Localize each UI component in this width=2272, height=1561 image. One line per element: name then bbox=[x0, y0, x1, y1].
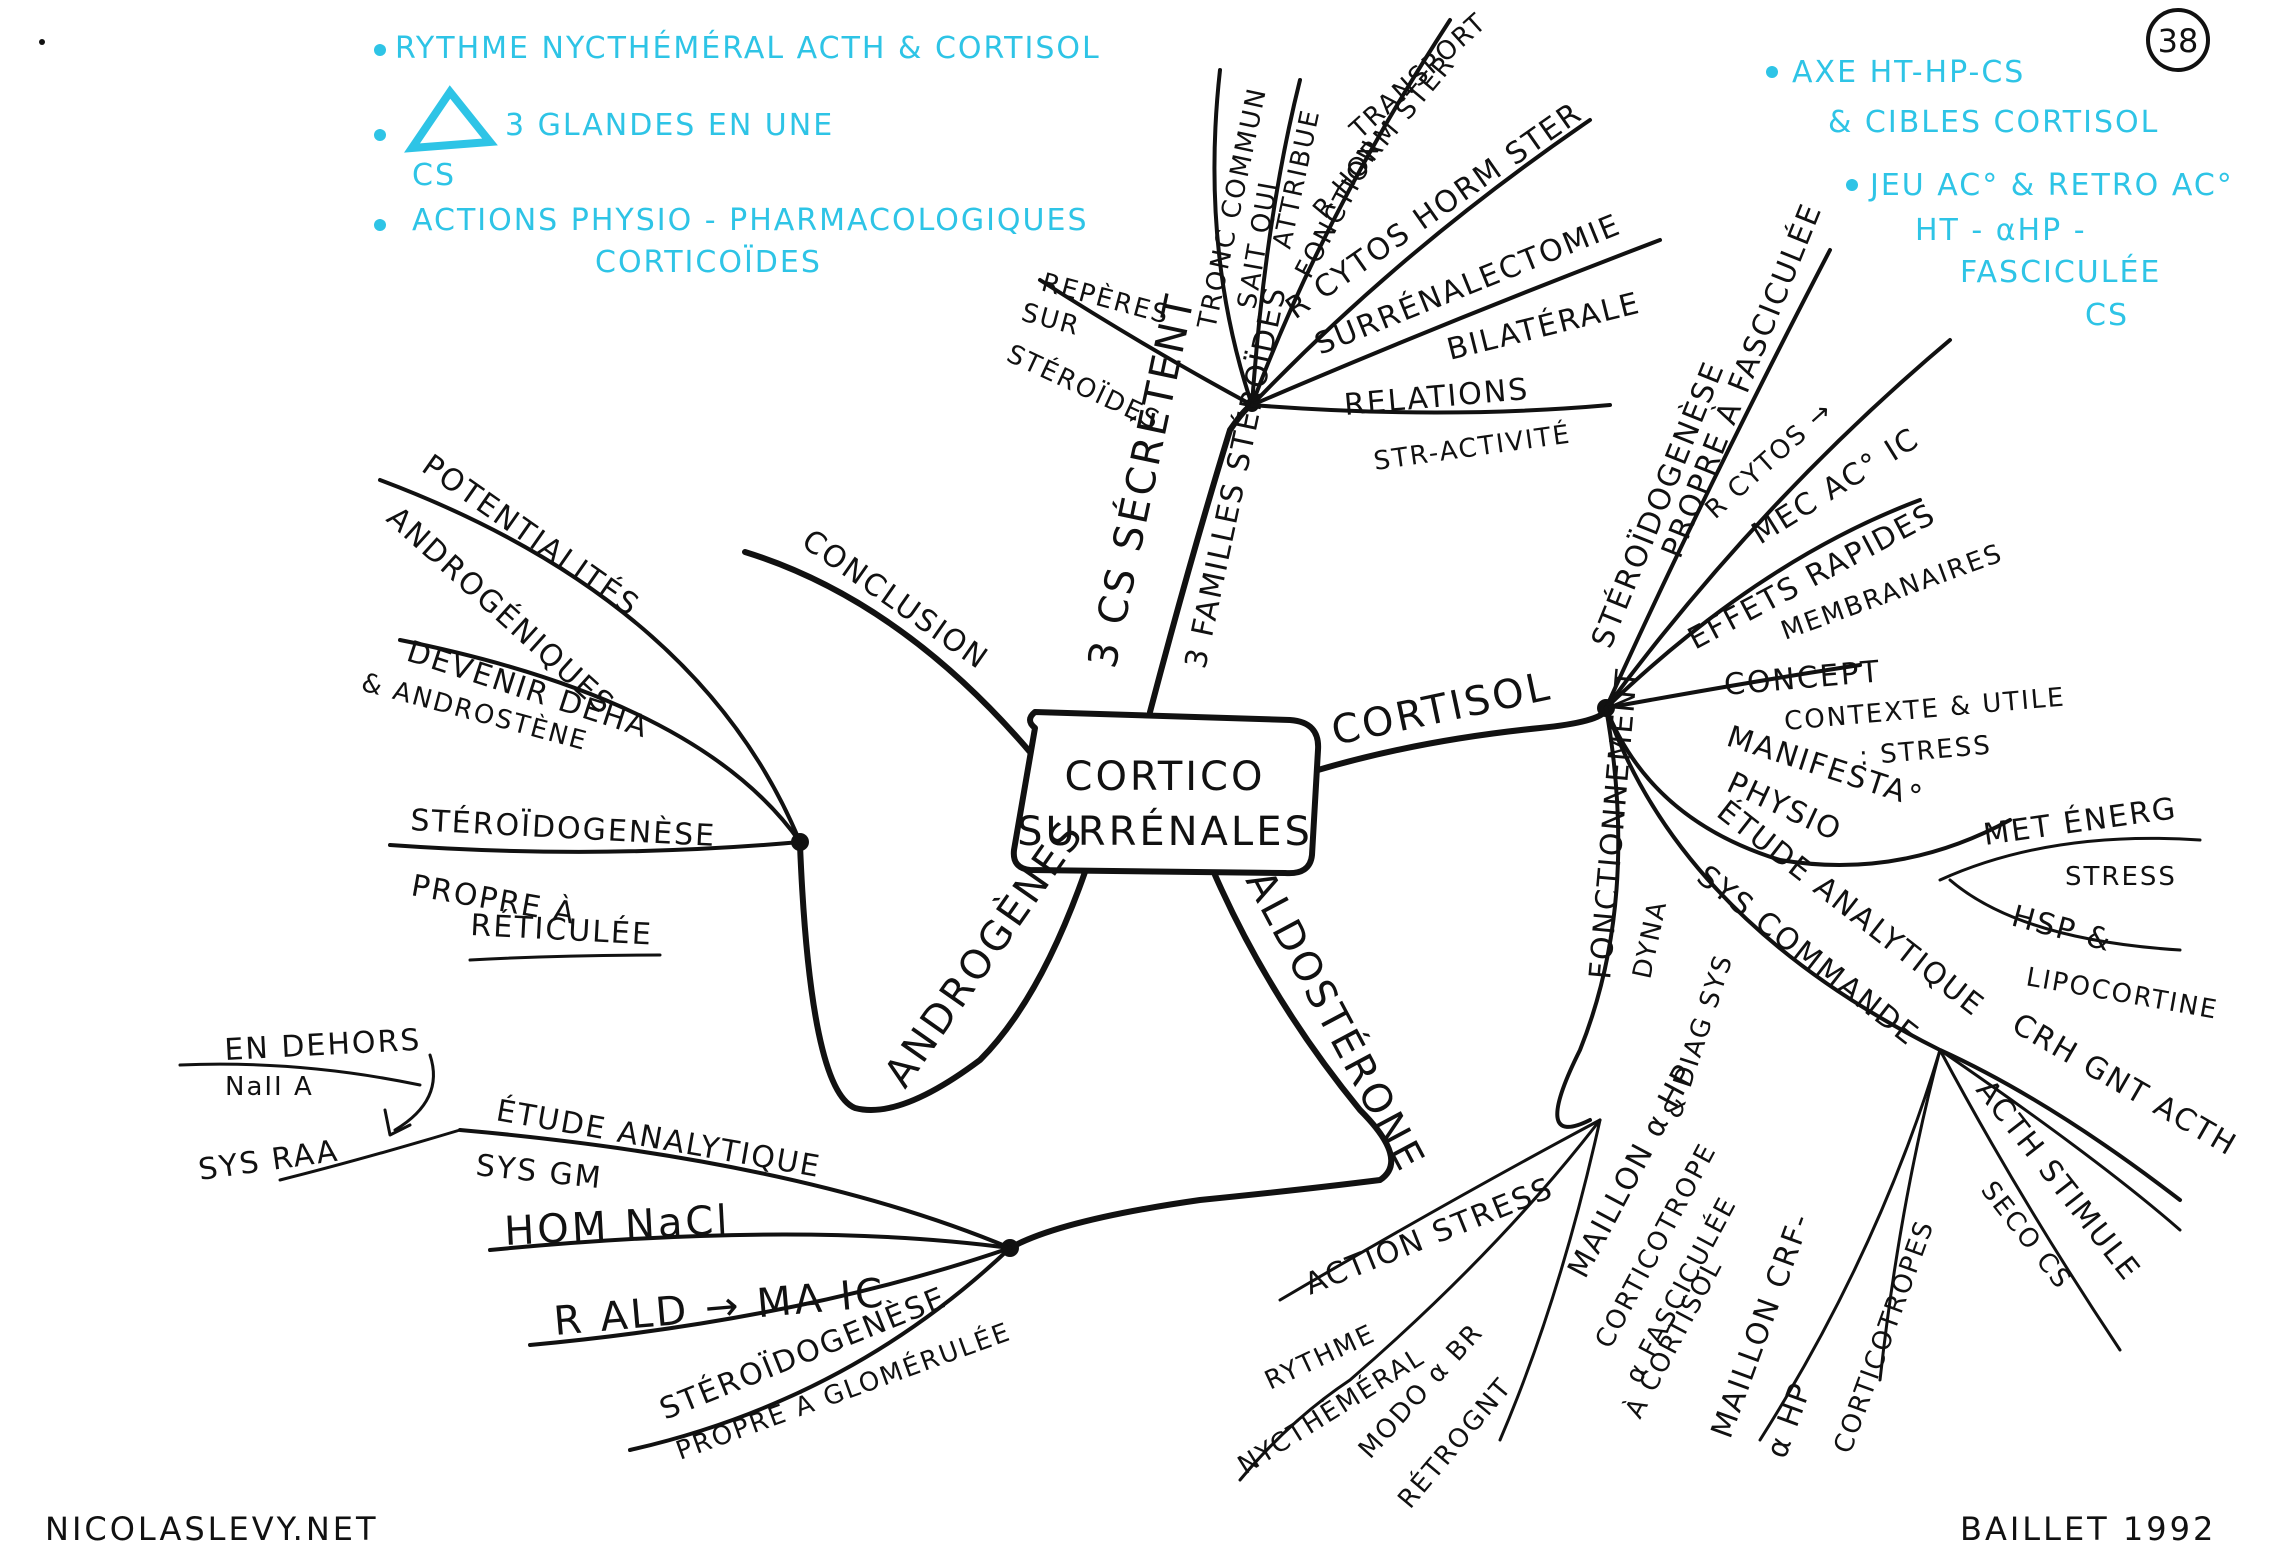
note-actions: ACTIONS PHYSIO - PHARMACOLOGIQUES bbox=[412, 203, 1089, 238]
line-hom-nacl bbox=[488, 1232, 1012, 1252]
note-3-glandes: 3 GLANDES EN UNE bbox=[505, 108, 834, 143]
line-action-stress bbox=[1278, 1118, 1602, 1302]
line-etude-aldo bbox=[458, 1128, 1012, 1250]
underline-reticulee bbox=[468, 953, 662, 962]
line-steroido-c bbox=[1604, 248, 1832, 710]
main-branches bbox=[742, 402, 1609, 1251]
label-action-stress: ACTION STRESS bbox=[1300, 1171, 1559, 1303]
triangle-icon bbox=[404, 85, 498, 153]
notes-right: AXE HT-HP-CS & CIBLES CORTISOL JEU AC° &… bbox=[1766, 55, 2234, 333]
line-rythme bbox=[1238, 1118, 1602, 1482]
branch-androgenes-line bbox=[797, 842, 1088, 1113]
line-physio bbox=[1604, 706, 2012, 867]
branch-conclusion-line bbox=[742, 549, 1033, 755]
branch-aldosterone-line bbox=[1007, 872, 1395, 1251]
bullet-dot bbox=[374, 129, 386, 141]
label-reticulee: RÉTICULÉE bbox=[470, 907, 654, 953]
notes-left: RYTHME NYCTHÉMÉRAL ACTH & CORTISOL 3 GLA… bbox=[374, 30, 1101, 280]
line-fonction bbox=[1250, 78, 1302, 407]
line-fonctionnement bbox=[1555, 706, 1621, 1129]
top-branch: 3 CS SÉCRÈTENT 3 FAMILLES STÉROÏDES REPÈ… bbox=[1002, 7, 1662, 673]
note-cs-right: CS bbox=[2085, 298, 2129, 333]
line-r-cytos bbox=[1250, 118, 1592, 407]
label-dyna: DYNA bbox=[1628, 897, 1674, 981]
branch-cortisol-line bbox=[1315, 707, 1609, 773]
line-relations bbox=[1250, 403, 1612, 415]
label-sys-gm: SYS GM bbox=[474, 1148, 604, 1196]
line-maillon1 bbox=[1758, 1048, 1942, 1442]
note-fasciculee: FASCICULÉE bbox=[1960, 254, 2161, 290]
center-box bbox=[1010, 709, 1322, 877]
footer-credit: BAILLET 1992 bbox=[1960, 1510, 2216, 1548]
note-rythme: RYTHME NYCTHÉMÉRAL ACTH & CORTISOL bbox=[395, 30, 1101, 66]
label-steroido-l: STÉROÏDOGENÈSE bbox=[410, 802, 717, 854]
label-conclusion: CONCLUSION bbox=[795, 523, 995, 677]
note-jeu: JEU AC° & RETRO AC° bbox=[1868, 168, 2234, 203]
note-cs: CS bbox=[412, 158, 456, 193]
label-hom-nacl: HOM NaCl bbox=[503, 1197, 731, 1255]
line-concept bbox=[1604, 663, 1862, 710]
center-line1: CORTICO bbox=[1065, 754, 1266, 800]
label-3cs: 3 CS SÉCRÈTENT bbox=[1078, 289, 1204, 673]
branch-top-line bbox=[1147, 402, 1255, 715]
bullet-dot bbox=[374, 44, 386, 56]
line-steroido-l bbox=[388, 840, 802, 854]
line-hsp bbox=[1948, 878, 2182, 952]
page-number: 38 bbox=[2158, 22, 2199, 60]
bullet-dot bbox=[374, 219, 386, 231]
label-sys-raa: SYS RAA bbox=[196, 1134, 341, 1188]
label-cortico2: CORTICOTROPES bbox=[1828, 1216, 1940, 1457]
androgenes-branch: ANDROGÈNES POTENTIALITÉS ANDROGÉNIQUES D… bbox=[358, 447, 1093, 1096]
label-naii: NaII A bbox=[225, 1072, 314, 1102]
footer-site: NICOLASLEVY.NET bbox=[45, 1510, 379, 1548]
note-axe: AXE HT-HP-CS bbox=[1792, 55, 2025, 90]
label-lipocortine: LIPOCORTINE bbox=[2024, 962, 2221, 1025]
line-devenir bbox=[398, 638, 802, 844]
label-str-activite: STR-ACTIVITÉ bbox=[1372, 418, 1574, 477]
line-en-dehors bbox=[178, 1062, 422, 1087]
line-reperes bbox=[1038, 278, 1254, 407]
label-aldosterone: ALDOSTÉRONE bbox=[1236, 862, 1435, 1180]
line-met-energ bbox=[1938, 836, 2202, 882]
bullet-dot bbox=[1846, 179, 1858, 191]
arrow-head-icon bbox=[383, 1108, 412, 1137]
line-acth bbox=[1938, 1048, 2122, 1352]
note-cibles: & CIBLES CORTISOL bbox=[1828, 105, 2159, 140]
conclusion-branch: CONCLUSION bbox=[795, 523, 995, 677]
line-r-ald bbox=[528, 1246, 1012, 1347]
line-tronc bbox=[1212, 68, 1254, 407]
line-maillon2 bbox=[1878, 1048, 1942, 1382]
line-sys-raa bbox=[278, 1128, 462, 1182]
label-concept: CONCEPT bbox=[1723, 654, 1883, 703]
line-etude bbox=[1604, 706, 2182, 1202]
line-transport bbox=[1250, 18, 1452, 407]
line-r-cytos-c bbox=[1604, 338, 1952, 710]
line-steroido-aldo bbox=[628, 1246, 1012, 1452]
center-node: CORTICO SURRÉNALES bbox=[1010, 709, 1322, 877]
line-effets bbox=[1604, 498, 1922, 710]
center-line2: SURRÉNALES bbox=[1017, 807, 1313, 855]
page-number-circle bbox=[2146, 8, 2210, 72]
line-modo bbox=[1498, 1118, 1602, 1442]
label-hsp: HSP & bbox=[2008, 899, 2116, 959]
label-alpha-hp: α HP bbox=[1760, 1377, 1820, 1462]
stray-dot bbox=[39, 39, 45, 45]
note-corticoides: CORTICOÏDES bbox=[595, 244, 822, 280]
label-potentialites: POTENTIALITÉS bbox=[415, 447, 646, 624]
bullet-dot bbox=[1766, 66, 1778, 78]
line-crh bbox=[1938, 1048, 2182, 1232]
note-ht-hp: HT - αHP - bbox=[1915, 213, 2087, 248]
label-stress2: STRESS bbox=[2065, 862, 2177, 892]
line-surrenal bbox=[1250, 238, 1662, 407]
line-potentialites bbox=[378, 478, 802, 844]
label-relations: RELATIONS bbox=[1343, 372, 1531, 423]
arrow-shaft bbox=[393, 1053, 435, 1132]
label-en-dehors: EN DEHORS bbox=[224, 1023, 423, 1068]
